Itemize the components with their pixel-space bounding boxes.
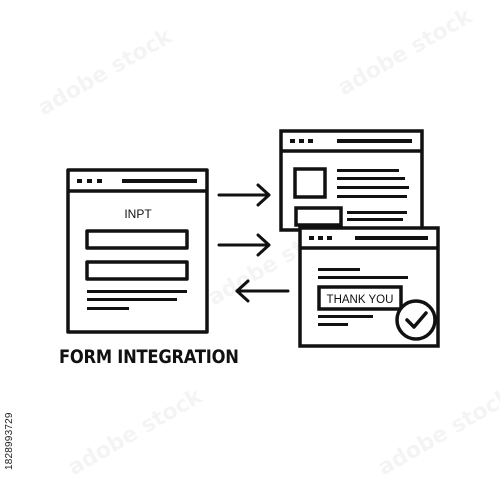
input-field-1: [85, 229, 189, 250]
window-dot: [97, 179, 102, 183]
window-dot: [308, 139, 313, 143]
arrow-left-icon: [235, 279, 290, 303]
text-line: [87, 290, 187, 293]
text-line: [318, 276, 408, 279]
submit-button-shape: [294, 206, 343, 227]
text-line: [347, 211, 407, 214]
input-form-window: [66, 168, 209, 334]
text-line: [347, 218, 403, 221]
text-line: [337, 177, 405, 180]
input-window-frame: [66, 168, 209, 334]
window-dot: [309, 236, 314, 240]
diagram-caption: FORM INTEGRATION: [59, 346, 239, 368]
arrow-right-icon: [217, 233, 271, 257]
titlebar-line: [355, 236, 428, 240]
arrow-right-icon: [217, 183, 271, 207]
input-field-2: [85, 260, 189, 281]
window-dot: [299, 139, 304, 143]
titlebar-line: [337, 139, 412, 143]
image-placeholder: [293, 167, 327, 199]
window-dot: [87, 179, 92, 183]
thank-you-box: [317, 285, 403, 311]
webpage-window-frame: [279, 129, 424, 232]
input-window-details: [77, 179, 197, 310]
input-window-heading: INPT: [124, 207, 152, 221]
check-circle-icon: [395, 299, 437, 341]
window-dot: [77, 179, 82, 183]
titlebar-line: [122, 179, 197, 183]
window-dot: [290, 139, 295, 143]
thank-you-text: THANK YOU: [327, 294, 394, 306]
text-line: [337, 195, 407, 198]
text-line: [318, 315, 373, 318]
stock-id: 1828993729: [4, 412, 15, 470]
webpage-window: [279, 129, 424, 232]
text-line: [337, 186, 409, 189]
text-line: [87, 298, 177, 301]
text-line: [318, 268, 360, 271]
text-line: [337, 169, 399, 172]
text-line: [318, 323, 348, 326]
window-dot: [318, 236, 323, 240]
text-line: [87, 307, 129, 310]
thank-you-window: THANK YOU: [298, 226, 440, 348]
window-dot: [327, 236, 332, 240]
